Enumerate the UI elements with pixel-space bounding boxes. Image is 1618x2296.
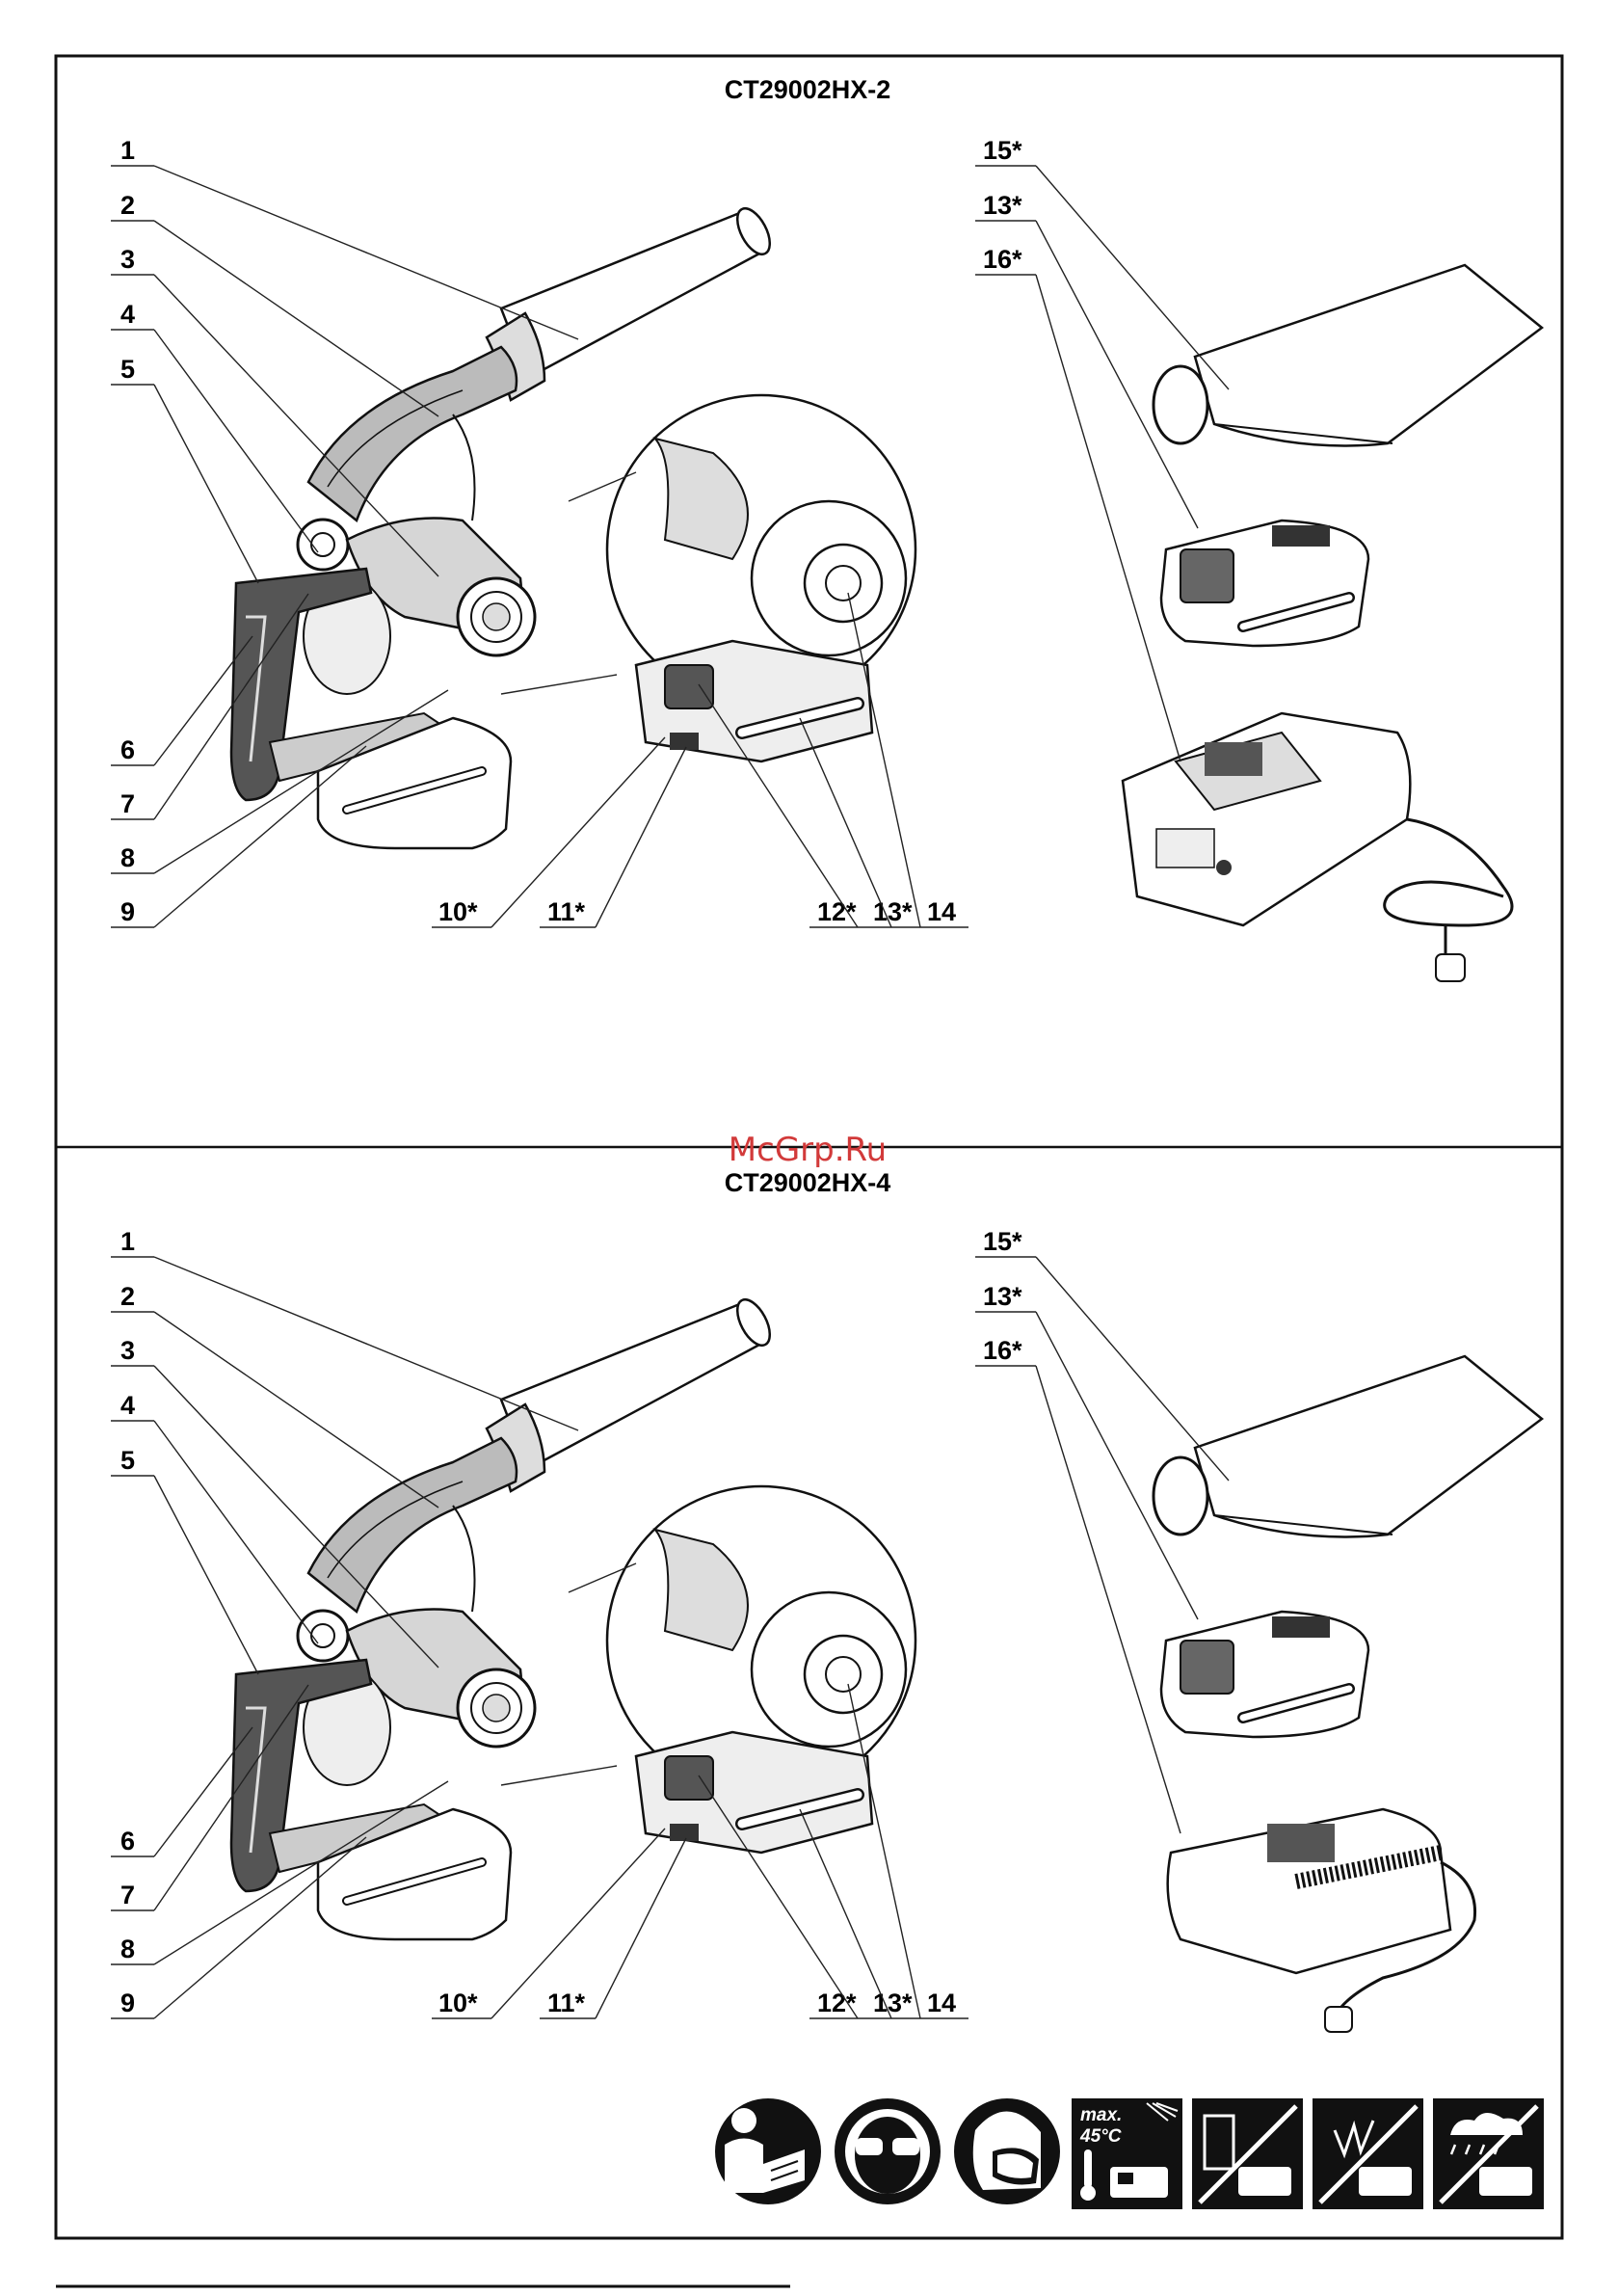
callout-label: 2	[120, 1282, 135, 1311]
panel-bottom-title: CT29002HX-4	[725, 1168, 891, 1197]
callout-label: 2	[120, 191, 135, 220]
dust-mask-icon	[954, 2098, 1060, 2204]
callout-label: 13*	[873, 1989, 913, 2017]
callout-label: 4	[120, 300, 135, 329]
callout-label: 10*	[438, 1989, 478, 2017]
panel-bottom: CT29002HX-4 1 2 3 4	[111, 1168, 1544, 2209]
collection-bag-illustration	[1154, 1356, 1542, 1537]
callout-label: 13*	[873, 897, 913, 926]
safety-goggles-icon	[835, 2098, 941, 2204]
callout-label: 1	[120, 136, 135, 165]
callout-label: 6	[120, 735, 135, 764]
detail-connector	[501, 1766, 617, 1785]
callout-label: 3	[120, 245, 135, 274]
callout-label: 12*	[817, 1989, 857, 2017]
max-temp-text-line1: max.	[1080, 2105, 1122, 2125]
battery-pack-illustration	[1161, 1612, 1368, 1737]
battery-no-fire-icon	[1313, 2098, 1423, 2209]
callout-label: 13*	[983, 191, 1022, 220]
callout-label: 11*	[547, 897, 586, 926]
detail-connector	[501, 675, 617, 694]
callout-label: 9	[120, 1989, 135, 2017]
callout-label: 6	[120, 1827, 135, 1855]
callout-label: 11*	[547, 1989, 586, 2017]
read-manual-icon	[715, 2098, 821, 2204]
callout-label: 4	[120, 1391, 135, 1420]
callout-label: 15*	[983, 1227, 1022, 1256]
battery-no-rain-icon	[1433, 2098, 1544, 2209]
safety-icons-row: max. 45°C	[715, 2098, 1544, 2209]
callout-label: 7	[120, 1881, 135, 1909]
battery-detail-illustration	[607, 1486, 915, 1853]
callout-label: 8	[120, 843, 135, 872]
callout-label: 12*	[817, 897, 857, 926]
battery-max-temperature-icon: max. 45°C	[1072, 2098, 1182, 2209]
callout-label: 8	[120, 1935, 135, 1963]
callout-label: 5	[120, 355, 135, 384]
charger-plug	[1325, 2007, 1352, 2032]
callout-label: 15*	[983, 136, 1022, 165]
callout-label: 1	[120, 1227, 135, 1256]
callout-label: 5	[120, 1446, 135, 1475]
charger-illustration	[1123, 713, 1512, 981]
max-temp-text-line2: 45°C	[1079, 2126, 1122, 2147]
charger-slot	[1267, 1824, 1335, 1862]
panel-top-title: CT29002HX-2	[725, 75, 891, 104]
collection-bag-illustration	[1154, 265, 1542, 446]
battery-pack-illustration	[1161, 521, 1368, 646]
callout-label: 7	[120, 789, 135, 818]
callout-label: 13*	[983, 1282, 1022, 1311]
callout-label: 3	[120, 1336, 135, 1365]
callout-label: 14	[927, 897, 956, 926]
battery-detail-illustration	[607, 395, 915, 761]
watermark: McGrp.Ru	[729, 1131, 887, 1169]
panel-top: CT29002HX-2 1 2 3 4 5 6 7 8 9	[111, 75, 1542, 981]
callout-label: 16*	[983, 245, 1022, 274]
callout-label: 10*	[438, 897, 478, 926]
battery-no-water-icon	[1192, 2098, 1303, 2209]
callout-label: 9	[120, 897, 135, 926]
callout-label: 16*	[983, 1336, 1022, 1365]
right-callouts: 15* 13* 16*	[975, 136, 1229, 761]
callout-label: 14	[927, 1989, 956, 2017]
